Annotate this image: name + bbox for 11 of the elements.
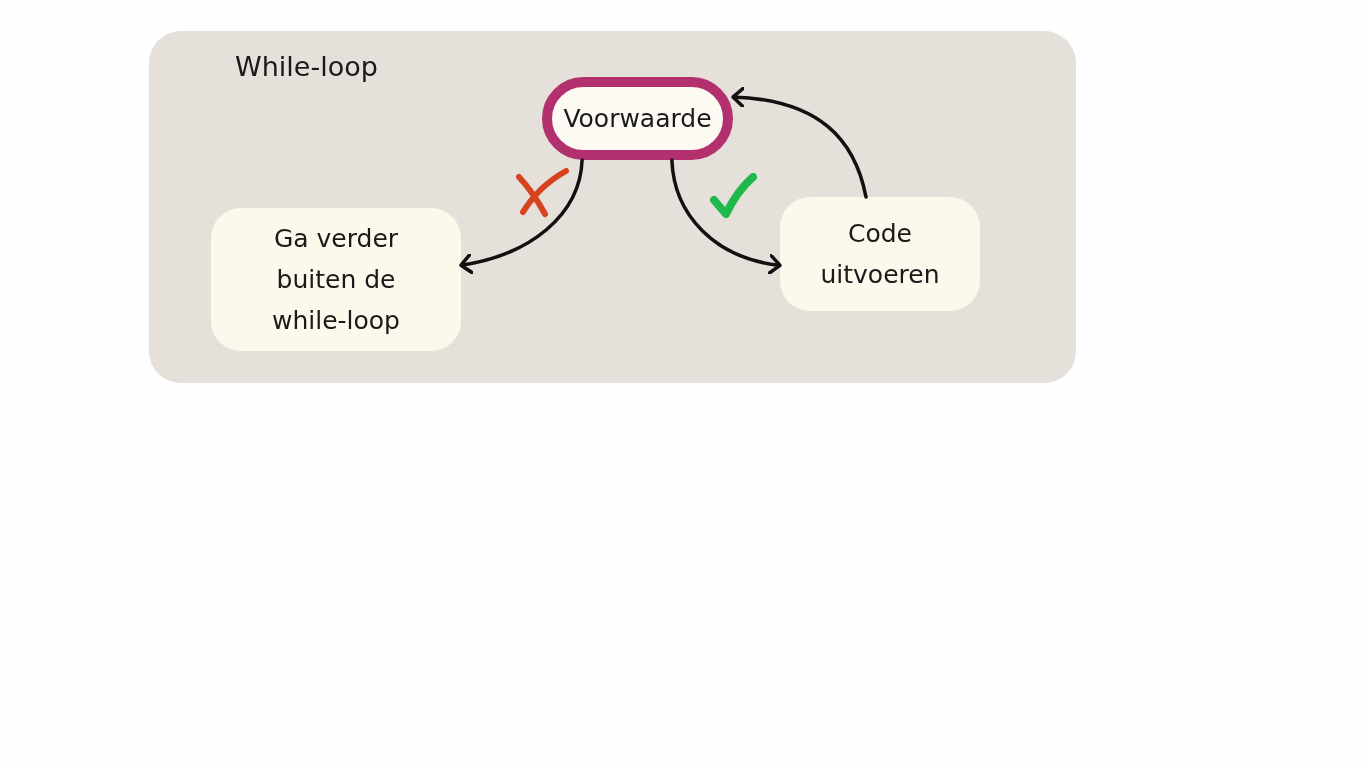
arrow (459, 158, 584, 274)
process-box (780, 197, 980, 311)
node-label: Voorwaarde (563, 103, 712, 135)
node-label: Code uitvoeren (819, 218, 941, 291)
loop-panel (149, 31, 1076, 383)
arrow (731, 86, 868, 199)
arrow (670, 158, 782, 275)
process-box (211, 208, 461, 351)
panel-heading: While-loop (235, 50, 378, 84)
node-label: Ga verder buiten de while-loop (271, 223, 401, 337)
condition-box (542, 77, 733, 160)
